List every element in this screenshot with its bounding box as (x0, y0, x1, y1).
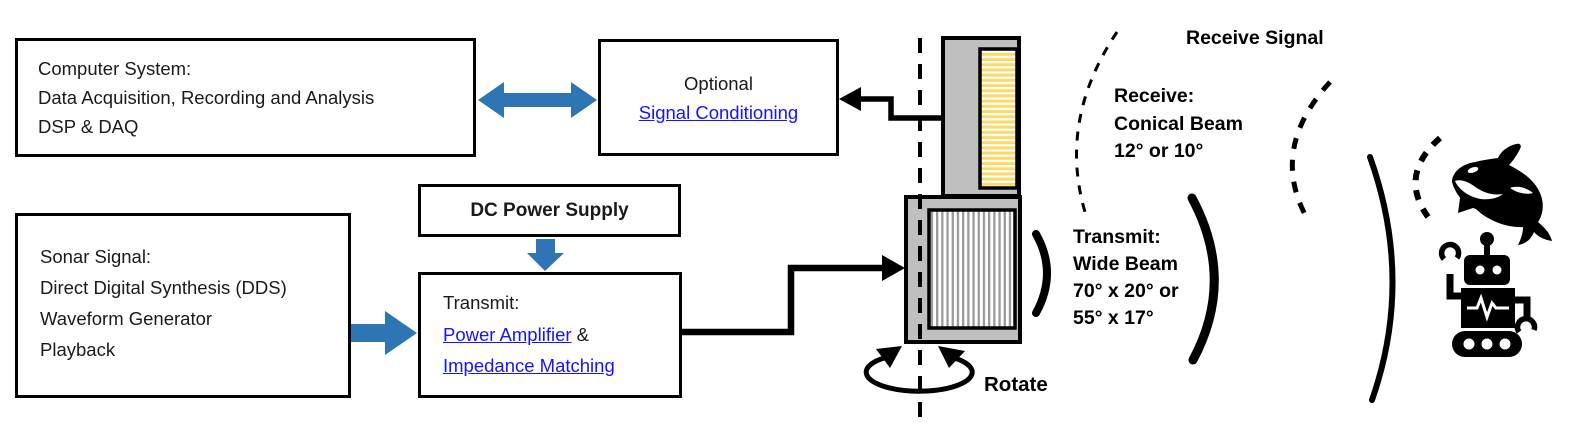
orca-whale-icon (1452, 143, 1552, 245)
transmit-array-face (927, 208, 1017, 330)
sonar-signal-line3: Waveform Generator (40, 308, 213, 329)
robot-icon (1438, 232, 1538, 357)
receive-beam-line2: Conical Beam (1114, 112, 1243, 135)
dc-power-supply-box: DC Power Supply (418, 184, 681, 237)
sonar-signal-box: Sonar Signal: Direct Digital Synthesis (… (15, 213, 351, 398)
dc-power-supply-label: DC Power Supply (470, 199, 629, 221)
rotate-label: Rotate (984, 373, 1048, 396)
receive-beam-label: Receive: Conical Beam 12° or 10° (1114, 83, 1243, 166)
arrow-transmit-to-transducer (681, 255, 905, 336)
impedance-matching-link[interactable]: Impedance Matching (443, 355, 615, 376)
signal-conditioning-title: Optional (684, 72, 753, 94)
computer-system-box: Computer System: Data Acquisition, Recor… (15, 38, 476, 157)
signal-conditioning-box: Optional Signal Conditioning (598, 39, 839, 156)
rotate-arrow-icon (863, 346, 975, 394)
receive-signal-label: Receive Signal (1186, 27, 1324, 49)
transmit-box: Transmit: Power Amplifier & Impedance Ma… (418, 272, 682, 398)
transmit-beam-label: Transmit: Wide Beam 70° x 20° or 55° x 1… (1073, 224, 1179, 332)
receive-beam-line1: Receive: (1114, 85, 1195, 107)
sonar-signal-line1: Sonar Signal: (40, 246, 152, 267)
signal-conditioning-link[interactable]: Signal Conditioning (638, 101, 799, 123)
sonar-signal-line2: Direct Digital Synthesis (DDS) (40, 277, 287, 298)
receive-beam-line3: 12° or 10° (1114, 140, 1204, 162)
transmit-beam-line4: 55° x 17° (1073, 307, 1154, 329)
transmit-beam-line1: Transmit: (1073, 226, 1161, 248)
blue-arrow-dc-to-transmit-icon (527, 239, 564, 271)
computer-system-line3: DSP & DAQ (38, 116, 139, 137)
computer-system-line2: Data Acquisition, Recording and Analysis (38, 87, 375, 108)
transmit-joiner: & (576, 323, 589, 345)
computer-system-line1: Computer System: (38, 58, 192, 79)
blue-arrow-sonar-to-transmit-icon (351, 311, 417, 355)
arrow-transducer-to-conditioning (839, 87, 943, 121)
transmit-beam-line3: 70° x 20° or (1073, 280, 1179, 302)
power-amplifier-link[interactable]: Power Amplifier (443, 323, 572, 345)
transmit-title: Transmit: (443, 292, 520, 313)
sonar-signal-line4: Playback (40, 339, 116, 360)
blue-double-arrow-icon (478, 82, 597, 118)
transmit-beam-line2: Wide Beam (1073, 253, 1178, 275)
sonar-transducer-icon (904, 36, 1022, 344)
receive-array-face (978, 47, 1019, 190)
